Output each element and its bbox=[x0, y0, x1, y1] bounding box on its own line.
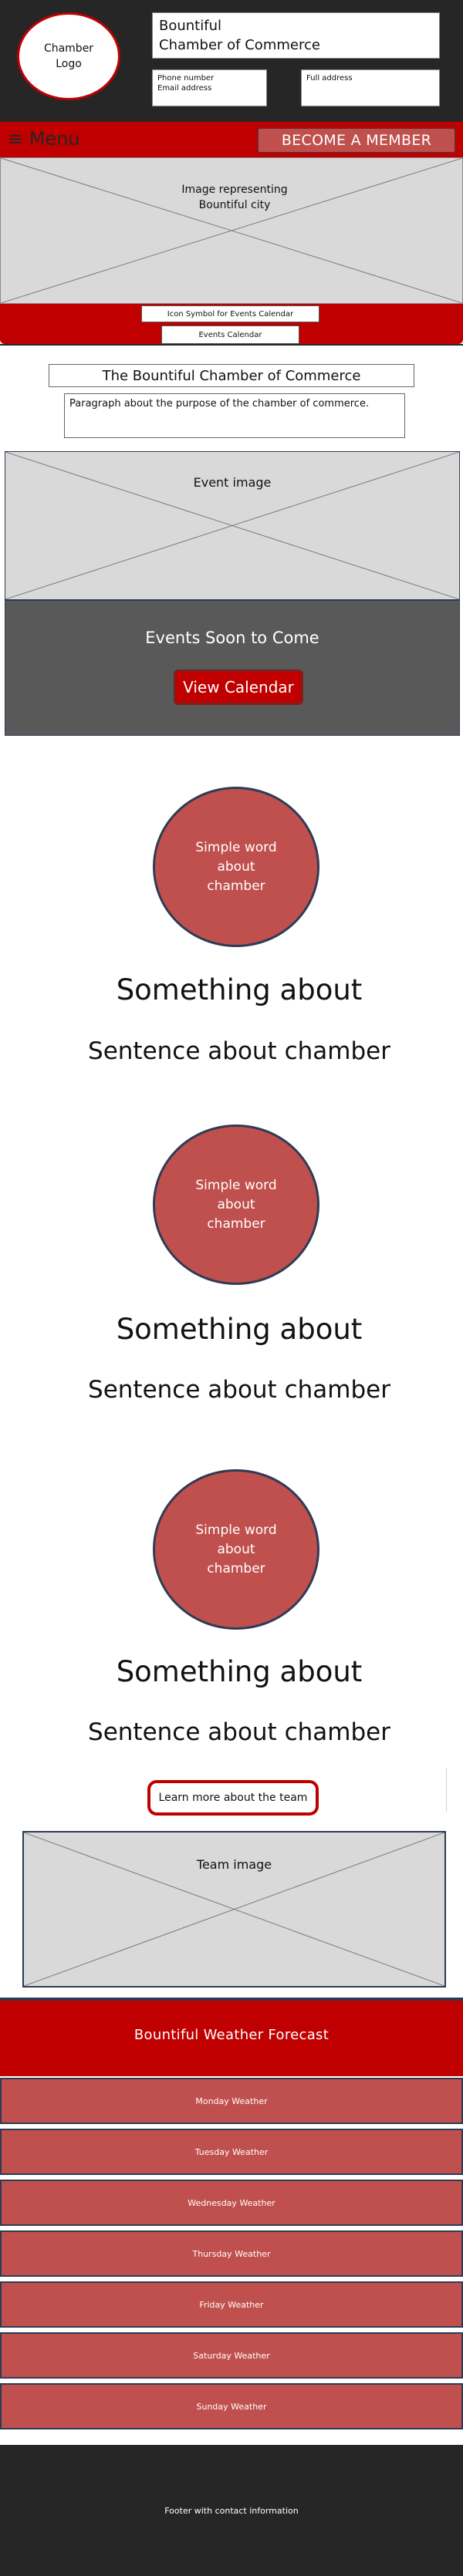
team-image-placeholder bbox=[22, 1831, 446, 1988]
become-member-button[interactable]: BECOME A MEMBER bbox=[257, 127, 456, 153]
feature-circle-line1: Simple word bbox=[195, 1522, 277, 1538]
placeholder-cross-icon bbox=[5, 452, 459, 599]
weather-row-tuesday[interactable]: Tuesday Weather bbox=[0, 2129, 463, 2175]
hero-caption-line2: Bountiful city bbox=[198, 199, 271, 211]
events-calendar-icon[interactable]: Icon Symbol for Events Calendar bbox=[141, 305, 319, 322]
address-box: Full address bbox=[301, 69, 440, 106]
hero-caption: Image representing Bountiful city bbox=[151, 182, 318, 213]
full-address: Full address bbox=[306, 74, 353, 83]
weather-row-sunday[interactable]: Sunday Weather bbox=[0, 2383, 463, 2429]
feature-circle: Simple word about chamber bbox=[153, 1124, 319, 1285]
feature-sentence: Sentence about chamber bbox=[88, 1718, 390, 1746]
hero-image-placeholder bbox=[0, 157, 463, 304]
intro-title: The Bountiful Chamber of Commerce bbox=[49, 364, 414, 387]
placeholder-cross-icon bbox=[1, 158, 462, 303]
team-image-caption: Team image bbox=[196, 1857, 272, 1872]
feature-circle-line2: about bbox=[217, 1196, 255, 1212]
site-title-line2: Chamber of Commerce bbox=[159, 37, 320, 53]
feature-sentence: Sentence about chamber bbox=[88, 1037, 390, 1065]
feature-sentence: Sentence about chamber bbox=[88, 1376, 390, 1404]
logo-text-line2: Logo bbox=[56, 58, 82, 70]
events-heading: Events Soon to Come bbox=[145, 629, 319, 647]
site-title-line1: Bountiful bbox=[159, 18, 221, 34]
menu-button[interactable]: ≡ Menu bbox=[8, 123, 80, 154]
feature-circle-line1: Simple word bbox=[195, 1177, 277, 1193]
weather-row-wednesday[interactable]: Wednesday Weather bbox=[0, 2180, 463, 2226]
feature-circle-line3: chamber bbox=[207, 878, 265, 894]
site-title: Bountiful Chamber of Commerce bbox=[152, 12, 440, 59]
chamber-logo[interactable]: Chamber Logo bbox=[17, 12, 120, 100]
hero-bar-divider bbox=[0, 344, 463, 346]
feature-circle: Simple word about chamber bbox=[153, 1469, 319, 1630]
divider bbox=[446, 1768, 447, 1812]
weather-title: Bountiful Weather Forecast bbox=[133, 2027, 330, 2043]
feature-circle-line2: about bbox=[217, 1541, 255, 1557]
feature-title: Something about bbox=[116, 973, 363, 1006]
hero-caption-line1: Image representing bbox=[181, 184, 288, 196]
feature-circle-line3: chamber bbox=[207, 1216, 265, 1232]
hamburger-icon: ≡ bbox=[8, 128, 24, 150]
footer: Footer with contact information bbox=[0, 2445, 463, 2576]
email-address: Email address bbox=[157, 84, 212, 93]
weather-row-friday[interactable]: Friday Weather bbox=[0, 2281, 463, 2328]
events-section bbox=[5, 600, 460, 736]
feature-circle: Simple word about chamber bbox=[153, 787, 319, 947]
footer-text: Footer with contact information bbox=[164, 2505, 299, 2516]
logo-text-line1: Chamber bbox=[43, 42, 94, 55]
placeholder-cross-icon bbox=[24, 1833, 444, 1986]
phone-number: Phone number bbox=[157, 74, 215, 83]
feature-title: Something about bbox=[116, 1313, 363, 1346]
weather-row-monday[interactable]: Monday Weather bbox=[0, 2078, 463, 2124]
feature-circle-line1: Simple word bbox=[195, 839, 277, 855]
feature-title: Something about bbox=[116, 1655, 363, 1688]
weather-header bbox=[0, 1998, 463, 2076]
weather-row-saturday[interactable]: Saturday Weather bbox=[0, 2332, 463, 2379]
feature-circle-line3: chamber bbox=[207, 1560, 265, 1576]
intro-paragraph: Paragraph about the purpose of the chamb… bbox=[64, 393, 405, 438]
events-calendar-link[interactable]: Events Calendar bbox=[161, 325, 299, 344]
feature-circle-line2: about bbox=[217, 858, 255, 875]
menu-label: Menu bbox=[29, 128, 80, 150]
learn-more-team-button[interactable]: Learn more about the team bbox=[147, 1780, 319, 1816]
event-image-caption: Event image bbox=[193, 475, 272, 490]
view-calendar-button[interactable]: View Calendar bbox=[174, 669, 303, 705]
event-image-placeholder bbox=[5, 451, 460, 600]
weather-row-thursday[interactable]: Thursday Weather bbox=[0, 2230, 463, 2277]
contact-box: Phone number Email address bbox=[152, 69, 267, 106]
